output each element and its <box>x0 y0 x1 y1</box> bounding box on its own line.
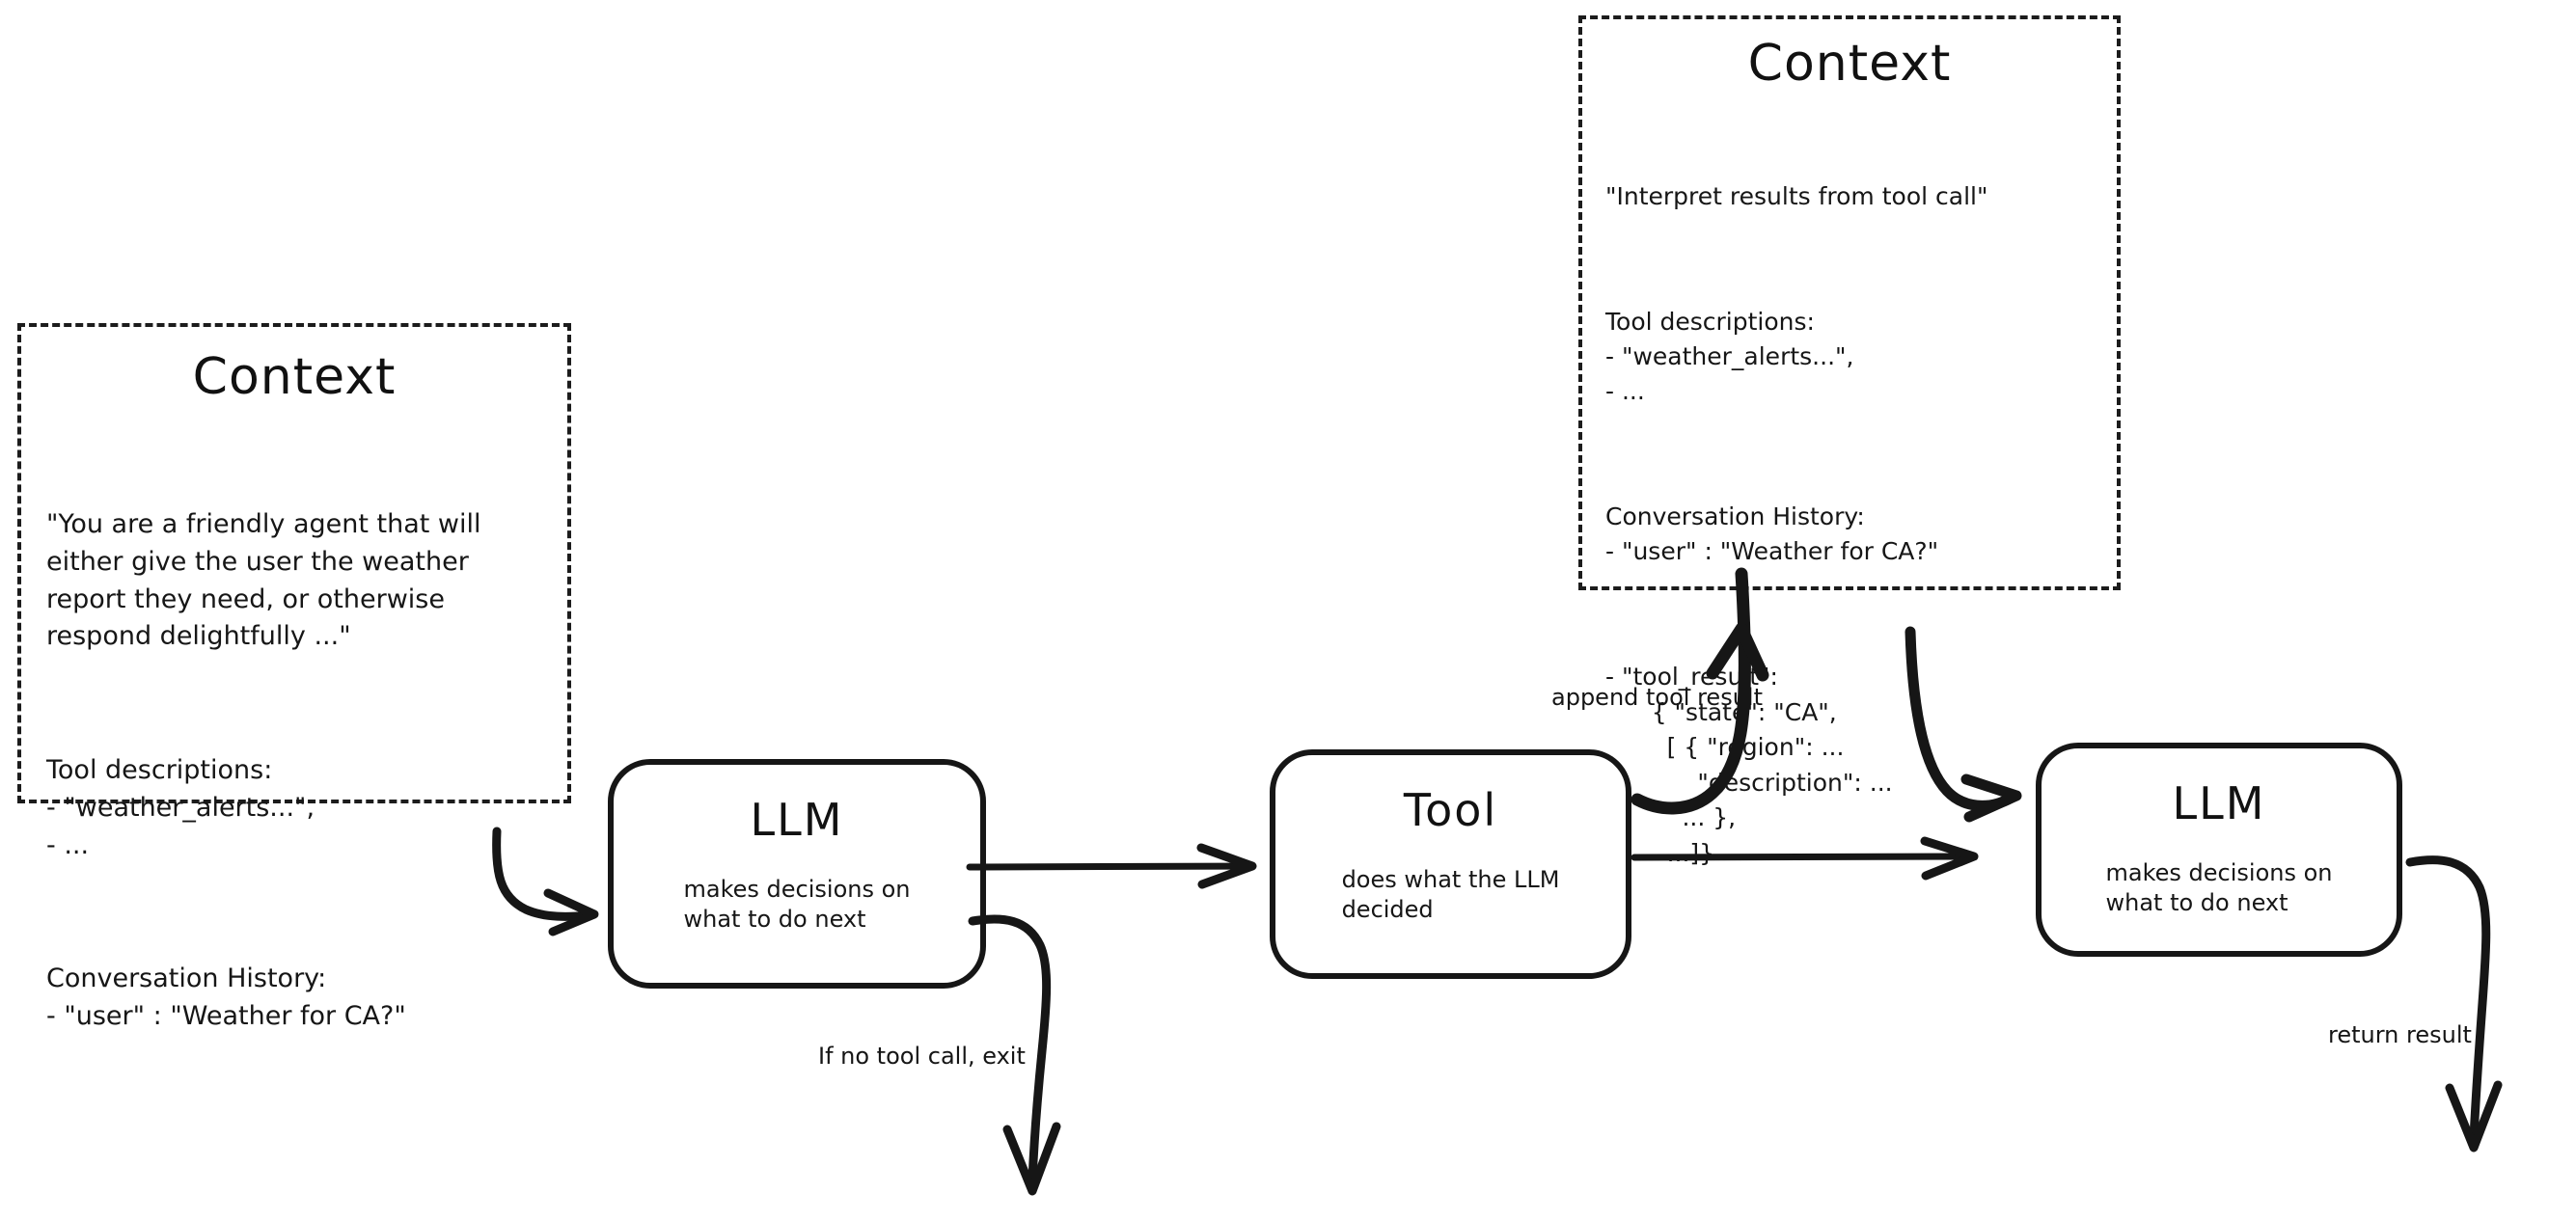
edge-label-append-tool-result: append tool result <box>1551 684 1763 711</box>
node-llm-first-title: LLM <box>750 794 844 846</box>
context-box-initial: Context "You are a friendly agent that w… <box>17 323 571 1031</box>
arrow-return-result <box>2405 855 2503 1153</box>
context-initial-system-prompt: "You are a friendly agent that will eith… <box>46 508 481 652</box>
node-tool-subtitle: does what the LLM decided <box>1341 866 1560 924</box>
node-tool-title: Tool <box>1403 784 1498 836</box>
node-llm-second-subtitle: makes decisions on what to do next <box>2105 859 2333 917</box>
node-llm-second[interactable]: LLM makes decisions on what to do next <box>2036 743 2402 957</box>
edge-label-if-no-tool-call-exit: If no tool call, exit <box>818 1043 1026 1070</box>
context-updated-tool-descriptions: Tool descriptions: - "weather_alerts..."… <box>1605 308 1854 405</box>
context-box-updated: Context "Interpret results from tool cal… <box>1578 15 2121 867</box>
node-llm-second-title: LLM <box>2172 777 2266 829</box>
context-box-updated-title: Context <box>1747 35 1952 93</box>
node-llm-first-subtitle: makes decisions on what to do next <box>683 876 911 934</box>
context-initial-conversation-history: Conversation History: - "user" : "Weathe… <box>46 963 406 1032</box>
context-box-initial-title: Context <box>192 348 397 406</box>
arrow-llm-to-tool <box>966 843 1257 889</box>
node-llm-first[interactable]: LLM makes decisions on what to do next <box>608 759 986 989</box>
context-initial-tool-descriptions: Tool descriptions: - "weather_alerts..."… <box>46 755 315 860</box>
edge-label-return-result: return result <box>2328 1021 2472 1048</box>
context-updated-system-prompt: "Interpret results from tool call" <box>1605 182 1988 210</box>
node-tool[interactable]: Tool does what the LLM decided <box>1270 749 1631 979</box>
context-updated-conversation-history: Conversation History: - "user" : "Weathe… <box>1605 502 1939 565</box>
